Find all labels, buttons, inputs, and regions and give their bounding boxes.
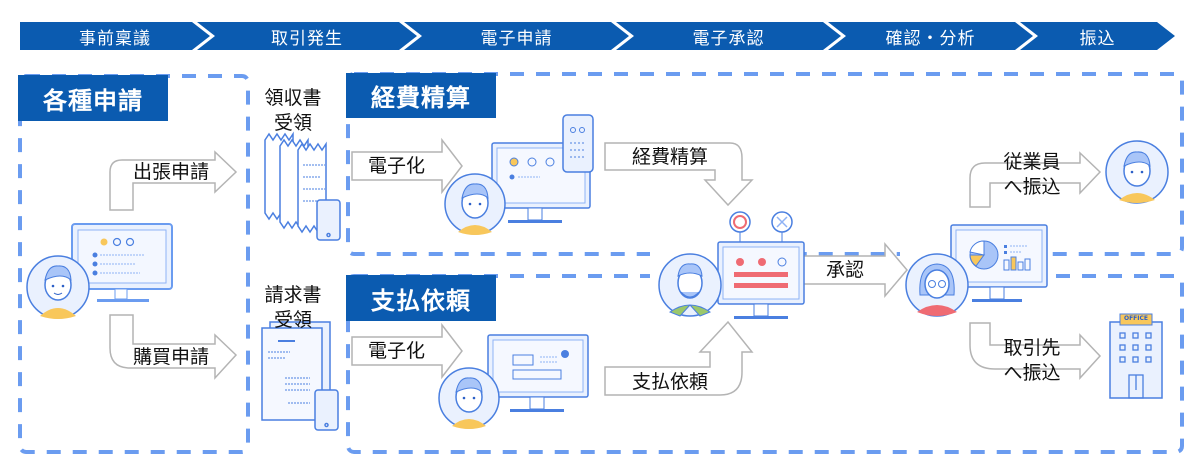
office-building-icon [1109,313,1163,399]
step-pre-approval: 事前稟議 [20,22,210,50]
office-sign-label: OFFICE [1123,315,1149,322]
step-transfer: 振込 [1020,22,1175,50]
expense-flow-label: 経費精算 [632,146,709,168]
invoice-received-label: 請求書 受領 [264,284,322,331]
expense-monitor-illustration [491,114,594,223]
analysis-monitor-illustration [950,224,1048,302]
flow-arrows [109,137,1102,396]
payment-title: 支払依頼 [346,275,496,321]
step-transaction: 取引発生 [197,22,417,50]
expense-digitize-label: 電子化 [368,155,426,177]
payment-monitor-illustration [487,334,589,412]
employee-transfer-label: 従業員 へ振込 [1003,151,1061,198]
expense-title: 経費精算 [346,73,496,118]
applications-title: 各種申請 [18,75,168,121]
arrow-employee-transfer [969,151,1102,208]
approval-monitor-illustration [717,211,805,319]
accountant-avatar [905,253,969,317]
payment-digitize-label: 電子化 [368,340,426,362]
payment-flow-label: 支払依頼 [632,371,709,393]
arrow-purchase [109,314,238,380]
vendor-transfer-label: 取引先 へ振込 [1003,337,1061,384]
receipts-illustration [264,131,341,241]
applicant-avatar [26,255,90,319]
invoice-illustration [261,321,339,431]
payment-applicant-avatar [438,367,500,429]
step-review-analysis: 確認・分析 [828,22,1033,50]
arrow-business-trip [109,150,238,211]
applicant-monitor-illustration [71,223,173,302]
arrow-vendor-transfer [969,322,1102,380]
arrow-approval [799,241,908,299]
arrow-expense-to-approval [604,142,754,207]
expense-dashed-box [346,72,1184,256]
step-e-approval: 電子承認 [616,22,841,50]
employee-avatar [1105,140,1169,204]
business-trip-label: 出張申請 [133,161,210,183]
expense-applicant-avatar [444,173,506,235]
step-e-application: 電子申請 [404,22,629,50]
arrow-digitize-expense [351,137,463,195]
approver-avatar [658,253,722,317]
payment-dashed-box [346,274,1184,454]
arrow-digitize-payment [351,322,463,380]
arrow-payment-to-approval [604,320,754,396]
approval-label: 承認 [826,259,865,281]
receipt-received-label: 領収書 受領 [264,87,322,134]
purchase-label: 購買申請 [133,346,210,368]
